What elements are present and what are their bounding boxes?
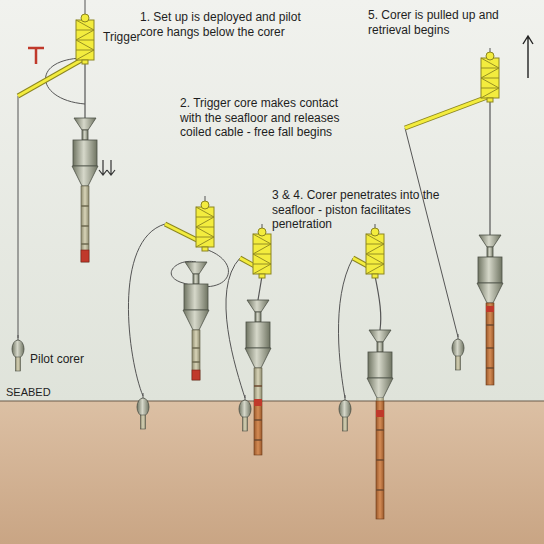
part-label: Pilot corer <box>30 352 90 367</box>
stage-3 <box>226 224 271 455</box>
step-caption: 3 & 4. Corer penetrates into the seafloo… <box>272 188 472 232</box>
stage-5 <box>405 36 533 385</box>
water-ground <box>0 0 544 401</box>
stage-1 <box>12 0 115 371</box>
stage-4 <box>338 224 393 519</box>
seabed-line <box>0 401 544 402</box>
stage-2 <box>128 196 228 429</box>
part-label: Trigger <box>103 30 163 45</box>
step-caption: 5. Corer is pulled up and retrieval begi… <box>368 8 516 37</box>
step-caption: 1. Set up is deployed and pilot core han… <box>140 10 310 39</box>
seabed-label: SEABED <box>6 386 76 399</box>
step-caption: 2. Trigger core makes contact with the s… <box>180 96 348 140</box>
seabed-ground <box>0 401 544 544</box>
